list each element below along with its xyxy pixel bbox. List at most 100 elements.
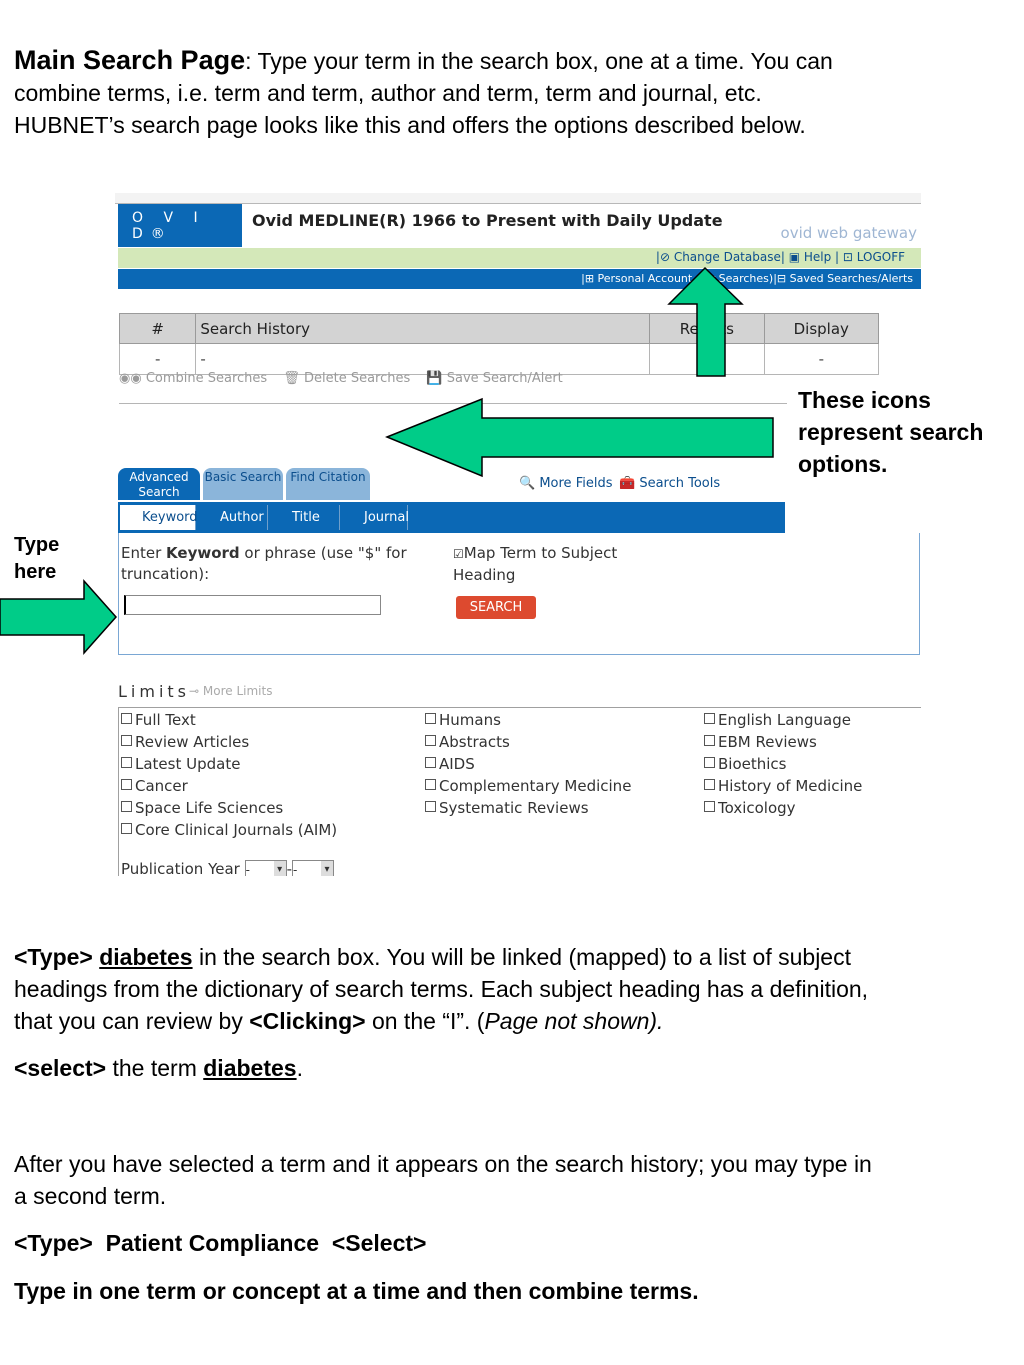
- limit-label: Core Clinical Journals (AIM): [135, 821, 338, 839]
- limit-label: Bioethics: [718, 755, 787, 773]
- search-input[interactable]: [124, 595, 381, 615]
- limit-checkbox[interactable]: Space Life Sciences: [121, 797, 337, 819]
- limit-checkbox[interactable]: Bioethics: [704, 753, 862, 775]
- p3-line-2: a second term.: [14, 1183, 167, 1209]
- limits-heading: Limits: [118, 682, 190, 701]
- limit-checkbox[interactable]: Core Clinical Journals (AIM): [121, 819, 337, 841]
- map-term-checkbox[interactable]: ☑Map Term to Subject Heading: [453, 543, 653, 586]
- limit-checkbox[interactable]: Review Articles: [121, 731, 337, 753]
- field-keyword[interactable]: Keyword: [120, 505, 198, 530]
- intro-text-1: : Type your term in the search box, one …: [245, 48, 833, 74]
- limit-label: Cancer: [135, 777, 188, 795]
- cell-number: -: [118, 343, 197, 375]
- p3-line-1: After you have selected a term and it ap…: [14, 1151, 872, 1177]
- type-here-label: Type here: [14, 534, 60, 583]
- ovid-screenshot: O V I D® Ovid MEDLINE(R) 1966 to Present…: [115, 193, 921, 876]
- limit-label: AIDS: [439, 755, 475, 773]
- col-search-history: Search History: [195, 313, 651, 344]
- p2-term: diabetes: [203, 1055, 297, 1081]
- limit-checkbox[interactable]: Cancer: [121, 775, 337, 797]
- limit-checkbox[interactable]: English Language: [704, 709, 862, 731]
- search-panel: Enter Keyword or phrase (use "$" for tru…: [118, 533, 920, 655]
- tab-advanced-search[interactable]: Advanced Search: [118, 468, 200, 500]
- ovid-header: O V I D® Ovid MEDLINE(R) 1966 to Present…: [118, 204, 921, 247]
- account-links[interactable]: |⊞ Personal Account (for Searches)|⊟ Sav…: [581, 272, 913, 285]
- magnifier-icon: 🔍: [519, 476, 536, 491]
- limit-label: History of Medicine: [718, 777, 863, 795]
- limit-label: EBM Reviews: [718, 733, 817, 751]
- field-author[interactable]: Author: [198, 505, 268, 530]
- type-here-note: Type here: [14, 532, 74, 586]
- right-arrow-icon: [0, 579, 118, 655]
- limit-label: Full Text: [135, 711, 196, 729]
- field-title[interactable]: Title: [270, 505, 340, 530]
- search-button[interactable]: SEARCH: [456, 596, 536, 619]
- field-journal[interactable]: Journal: [342, 505, 409, 530]
- limit-checkbox[interactable]: Full Text: [121, 709, 337, 731]
- field-title-label: Title: [292, 510, 320, 525]
- field-author-label: Author: [220, 510, 264, 525]
- search-tools-button[interactable]: 🧰 Search Tools: [619, 476, 720, 491]
- cell-display: -: [763, 343, 880, 375]
- field-journal-label: Journal: [364, 510, 409, 525]
- utility-bar: |⊘ Change Database| ▣ Help | ⊡ LOGOFF: [118, 248, 921, 268]
- tab-find-citation[interactable]: Find Citation: [286, 468, 370, 500]
- limit-checkbox[interactable]: Humans: [425, 709, 631, 731]
- limit-checkbox[interactable]: AIDS: [425, 753, 631, 775]
- limit-label: Toxicology: [718, 799, 796, 817]
- more-fields-button[interactable]: 🔍 More Fields: [519, 476, 612, 491]
- instruction-paragraph-4: <Type> Patient Compliance <Select>: [14, 1230, 427, 1256]
- field-keyword-label: Keyword: [142, 510, 198, 525]
- search-field-bar: Keyword Author Title Journal: [118, 502, 785, 533]
- prompt-keyword: Keyword: [166, 544, 240, 562]
- combine-searches-button[interactable]: ◉◉ Combine Searches: [119, 371, 268, 386]
- expand-icon: ⊸: [189, 684, 200, 698]
- p2-end: .: [296, 1055, 303, 1081]
- tab-basic-search[interactable]: Basic Search: [203, 468, 283, 500]
- p2-mid: the term: [106, 1055, 204, 1081]
- prompt-pre: Enter: [121, 544, 167, 562]
- limit-checkbox[interactable]: Latest Update: [121, 753, 337, 775]
- limit-checkbox[interactable]: Toxicology: [704, 797, 862, 819]
- delete-searches-button[interactable]: 🗑 Delete Searches: [283, 371, 411, 386]
- intro-line-1: Main Search Page: Type your term in the …: [14, 44, 1014, 77]
- p1-line-2: headings from the dictionary of search t…: [14, 976, 869, 1002]
- pub-year-to-select[interactable]: -: [292, 859, 335, 876]
- gateway-label: ovid web gateway: [780, 224, 917, 242]
- cell-search-history: -: [195, 343, 651, 375]
- toolbox-icon: 🧰: [619, 476, 636, 491]
- instruction-paragraph-3: After you have selected a term and it ap…: [14, 1148, 1014, 1212]
- publication-year: Publication Year ---: [121, 858, 335, 876]
- more-limits-button[interactable]: ⊸ More Limits: [189, 684, 272, 698]
- limit-checkbox[interactable]: History of Medicine: [704, 775, 862, 797]
- save-label: Save Search/Alert: [446, 371, 563, 386]
- utility-links[interactable]: |⊘ Change Database| ▣ Help | ⊡ LOGOFF: [655, 250, 905, 264]
- limit-checkbox[interactable]: Abstracts: [425, 731, 631, 753]
- p1-rest-3b: on the “I”. (: [365, 1008, 485, 1034]
- col-display: Display: [763, 313, 880, 344]
- ovid-logo: O V I D®: [118, 204, 242, 247]
- search-prompt: Enter Keyword or phrase (use "$" for tru…: [121, 543, 411, 585]
- limit-label: Systematic Reviews: [439, 799, 589, 817]
- limit-label: Latest Update: [135, 755, 241, 773]
- limit-label: Humans: [439, 711, 501, 729]
- instruction-paragraph-5: Type in one term or concept at a time an…: [14, 1278, 699, 1304]
- p1-line-3: that you can review by <Clicking> on the…: [14, 1005, 1014, 1037]
- history-actions: ◉◉ Combine Searches 🗑 Delete Searches 💾 …: [119, 371, 787, 404]
- more-fields-label: More Fields: [539, 476, 613, 491]
- limit-label: Complementary Medicine: [439, 777, 632, 795]
- limit-label: Review Articles: [135, 733, 250, 751]
- search-tools-label: Search Tools: [639, 476, 721, 491]
- limit-checkbox[interactable]: Complementary Medicine: [425, 775, 631, 797]
- intro-line-3: HUBNET’s search page looks like this and…: [14, 112, 806, 138]
- pub-year-from-select[interactable]: -: [244, 859, 287, 876]
- limit-checkbox[interactable]: Systematic Reviews: [425, 797, 631, 819]
- limit-checkbox[interactable]: EBM Reviews: [704, 731, 862, 753]
- limits-column-1: Full Text Review Articles Latest Update …: [121, 709, 337, 841]
- p1-italic: Page not shown).: [484, 1008, 664, 1034]
- save-search-button[interactable]: 💾 Save Search/Alert: [426, 371, 563, 386]
- checked-checkbox-icon: ☑: [453, 547, 464, 561]
- instruction-paragraph-2: <select> the term diabetes.: [14, 1052, 1014, 1084]
- p1-type: <Type>: [14, 944, 93, 970]
- limits-panel: Full Text Review Articles Latest Update …: [118, 707, 921, 876]
